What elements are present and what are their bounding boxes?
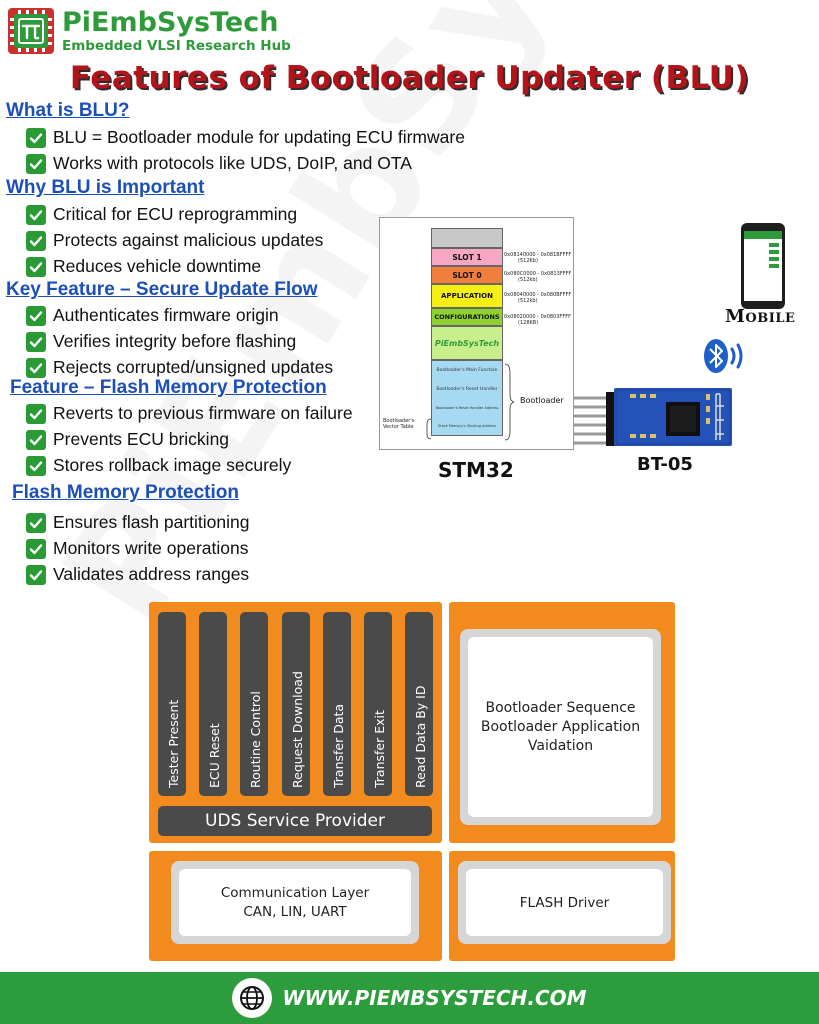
memory-block-application: APPLICATION [431, 284, 503, 308]
address-label: 0x08140000 - 0x081BFFFF(512Kb) [504, 252, 572, 264]
memory-block-slot1: SLOT 1 [431, 248, 503, 266]
list-item: Ensures flash partitioning [26, 512, 250, 533]
bootloader-line: Bootloader's Main Function [436, 368, 498, 373]
bootloader-sequence-box: Bootloader Sequence Bootloader Applicati… [468, 637, 653, 817]
check-icon [26, 153, 46, 174]
list-item: Verifies integrity before flashing [26, 331, 296, 352]
check-icon [26, 305, 46, 326]
address-label: 0x08040000 - 0x080BFFFF(512kb) [504, 292, 572, 304]
list-item: Stores rollback image securely [26, 455, 291, 476]
check-icon [26, 538, 46, 559]
check-icon [26, 331, 46, 352]
address-label: 0x080C0000 - 0x0813FFFF(512kb) [504, 271, 572, 283]
stm32-memory-map: SLOT 1 SLOT 0 APPLICATION CONFIGURATIONS… [379, 217, 574, 450]
list-item: Authenticates firmware origin [26, 305, 279, 326]
check-icon [26, 256, 46, 277]
bootloader-label: Bootloader [520, 396, 564, 405]
check-icon [26, 403, 46, 424]
website-link[interactable]: WWW.PIEMBSYSTECH.COM [282, 986, 587, 1010]
footer: WWW.PIEMBSYSTECH.COM [0, 972, 819, 1024]
brand-name: PiEmbSysTech [62, 7, 279, 38]
mobile-label: Mobile [725, 306, 796, 327]
section-heading-secure-update-flow: Key Feature – Secure Update Flow [6, 279, 318, 300]
list-item: Reverts to previous firmware on failure [26, 403, 353, 424]
memory-block-top [431, 228, 503, 248]
memory-block-brand: PiEmbSysTech [431, 326, 503, 360]
bt05-label: BT-05 [637, 454, 693, 475]
check-icon [26, 204, 46, 225]
check-icon [26, 127, 46, 148]
list-item: Prevents ECU bricking [26, 429, 229, 450]
service-request-download: Request Download [282, 612, 310, 796]
vector-table-brace [426, 418, 432, 440]
service-tester-present: Tester Present [158, 612, 186, 796]
section-heading-flash-memory-protection-feature: Feature – Flash Memory Protection [10, 377, 327, 398]
brand-logo: PiEmbSysTech Embedded VLSI Research Hub [6, 6, 291, 56]
globe-icon [232, 978, 273, 1018]
check-icon [26, 455, 46, 476]
list-item: Monitors write operations [26, 538, 249, 559]
list-item: Critical for ECU reprogramming [26, 204, 297, 225]
uds-service-provider: UDS Service Provider [158, 806, 432, 836]
bootloader-line: Bootloader's Reset Handler Address [435, 406, 499, 410]
list-item: Rejects corrupted/unsigned updates [26, 357, 333, 378]
service-transfer-exit: Transfer Exit [364, 612, 392, 796]
flash-driver-box: FLASH Driver [466, 869, 663, 936]
section-heading-flash-memory-protection: Flash Memory Protection [12, 482, 239, 503]
bootloader-brace [504, 363, 515, 441]
address-label: 0x08020000 - 0x0803FFFF(128KB) [504, 314, 571, 326]
communication-layer-box: Communication Layer CAN, LIN, UART [179, 869, 411, 936]
mobile-phone-icon [741, 223, 785, 309]
check-icon [26, 429, 46, 450]
list-item: Protects against malicious updates [26, 230, 323, 251]
bootloader-line: Bootloader's Reset Handler [436, 387, 498, 392]
section-heading-why-important: Why BLU is Important [6, 177, 205, 198]
bt05-module-icon [570, 386, 734, 453]
bootloader-line: Stack Memory's Starting Address [438, 424, 496, 428]
service-ecu-reset: ECU Reset [199, 612, 227, 796]
memory-block-configurations: CONFIGURATIONS [431, 308, 503, 326]
list-item: Validates address ranges [26, 564, 249, 585]
vector-table-label: Bootloader's Vector Table [383, 418, 415, 430]
check-icon [26, 564, 46, 585]
brand-tagline: Embedded VLSI Research Hub [62, 38, 291, 54]
bluetooth-icon [702, 336, 748, 381]
check-icon [26, 357, 46, 378]
check-icon [26, 512, 46, 533]
stm32-label: STM32 [438, 458, 514, 482]
list-item: BLU = Bootloader module for updating ECU… [26, 127, 465, 148]
section-heading-what-is-blu: What is BLU? [6, 100, 130, 121]
check-icon [26, 230, 46, 251]
page-title: Features of Bootloader Updater (BLU) [69, 60, 750, 96]
list-item: Works with protocols like UDS, DoIP, and… [26, 153, 412, 174]
chip-logo-icon [6, 6, 56, 56]
service-read-data-by-id: Read Data By ID [405, 612, 433, 796]
memory-block-slot0: SLOT 0 [431, 266, 503, 284]
list-item: Reduces vehicle downtime [26, 256, 261, 277]
service-transfer-data: Transfer Data [323, 612, 351, 796]
memory-block-bootloader: Bootloader's Main Function Bootloader's … [431, 360, 503, 436]
service-routine-control: Routine Control [240, 612, 268, 796]
